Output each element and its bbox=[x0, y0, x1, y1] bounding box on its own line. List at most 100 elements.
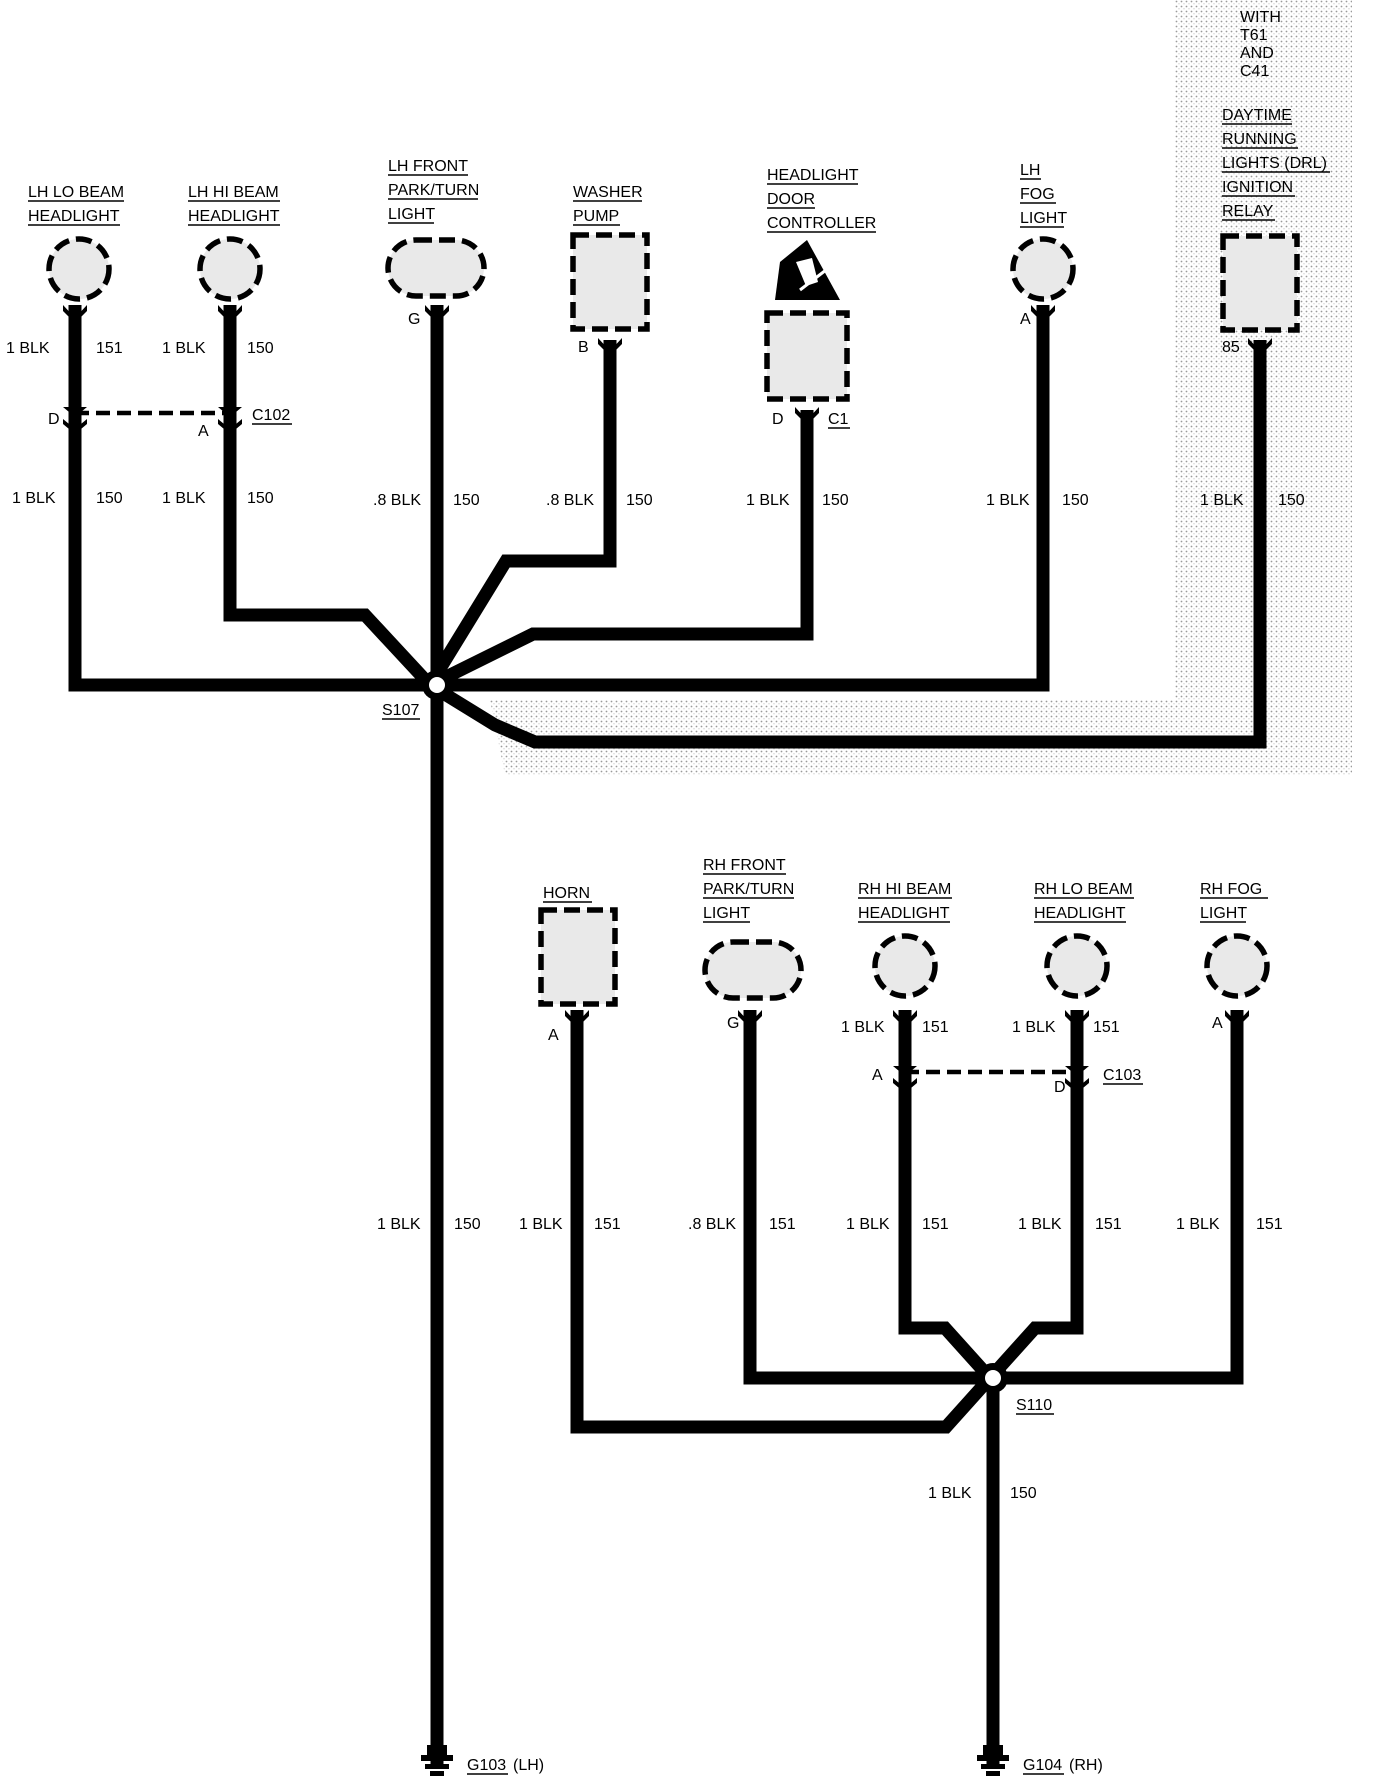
svg-text:150: 150 bbox=[247, 490, 274, 507]
svg-text:1 BLK: 1 BLK bbox=[519, 1216, 563, 1233]
svg-text:D: D bbox=[48, 411, 60, 428]
title-lh-fog: LH FOG LIGHT bbox=[1020, 162, 1067, 228]
svg-text:A: A bbox=[198, 423, 209, 440]
svg-text:C41: C41 bbox=[1240, 63, 1269, 80]
wire-rh-lo-beam bbox=[985, 1010, 1084, 1383]
title-horn: HORN bbox=[543, 885, 592, 903]
svg-text:PUMP: PUMP bbox=[573, 208, 619, 225]
pin-drl-relay bbox=[1248, 338, 1272, 356]
svg-text:G: G bbox=[727, 1015, 739, 1032]
lh-hi-beam-bulb-icon bbox=[197, 236, 263, 302]
svg-text:RELAY: RELAY bbox=[1222, 203, 1274, 220]
title-lh-park-turn: LH FRONT PARK/TURN LIGHT bbox=[388, 158, 479, 224]
svg-text:151: 151 bbox=[922, 1019, 949, 1036]
svg-text:1 BLK: 1 BLK bbox=[986, 492, 1030, 509]
svg-text:LIGHTS (DRL): LIGHTS (DRL) bbox=[1222, 155, 1327, 172]
splice-s107 bbox=[422, 670, 452, 700]
washer-pump-box bbox=[570, 232, 650, 332]
svg-text:C102: C102 bbox=[252, 407, 290, 424]
wire-headlight-door bbox=[427, 410, 814, 691]
svg-text:LH: LH bbox=[1020, 162, 1040, 179]
svg-text:150: 150 bbox=[247, 340, 274, 357]
svg-text:S107: S107 bbox=[382, 702, 419, 719]
svg-text:151: 151 bbox=[594, 1216, 621, 1233]
svg-text:150: 150 bbox=[626, 492, 653, 509]
svg-text:151: 151 bbox=[769, 1216, 796, 1233]
wire-drl-relay bbox=[426, 340, 1267, 749]
pin-horn bbox=[565, 1010, 589, 1028]
svg-text:1 BLK: 1 BLK bbox=[162, 340, 206, 357]
svg-text:LIGHT: LIGHT bbox=[703, 905, 750, 922]
svg-text:A: A bbox=[548, 1027, 559, 1044]
wire-washer-pump bbox=[424, 340, 617, 689]
svg-text:(RH): (RH) bbox=[1069, 1757, 1103, 1774]
pin-rh-fog bbox=[1225, 1010, 1249, 1028]
svg-text:RH LO BEAM: RH LO BEAM bbox=[1034, 881, 1133, 898]
connector-pins bbox=[63, 305, 1272, 1093]
title-rh-park-turn: RH FRONT PARK/TURN LIGHT bbox=[703, 857, 794, 923]
svg-text:150: 150 bbox=[1278, 492, 1305, 509]
title-washer-pump: WASHER PUMP bbox=[573, 184, 643, 226]
wire-rh-fog bbox=[990, 1010, 1244, 1385]
svg-text:1 BLK: 1 BLK bbox=[928, 1485, 972, 1502]
headlight-door-controller-box bbox=[764, 310, 850, 402]
svg-text:RH HI BEAM: RH HI BEAM bbox=[858, 881, 951, 898]
components bbox=[46, 232, 1300, 1007]
svg-text:151: 151 bbox=[1093, 1019, 1120, 1036]
svg-text:LH FRONT: LH FRONT bbox=[388, 158, 468, 175]
wire-horn bbox=[570, 1010, 995, 1434]
svg-text:HEADLIGHT: HEADLIGHT bbox=[767, 167, 859, 184]
svg-text:G104: G104 bbox=[1023, 1757, 1062, 1774]
svg-text:WITH: WITH bbox=[1240, 9, 1281, 26]
pin-lh-fog bbox=[1031, 305, 1055, 323]
c102-pin-d bbox=[63, 407, 87, 434]
title-rh-hi-beam: RH HI BEAM HEADLIGHT bbox=[858, 881, 952, 923]
svg-text:1 BLK: 1 BLK bbox=[162, 490, 206, 507]
svg-text:151: 151 bbox=[922, 1216, 949, 1233]
svg-text:.8 BLK: .8 BLK bbox=[546, 492, 594, 509]
svg-text:PARK/TURN: PARK/TURN bbox=[388, 182, 479, 199]
svg-text:HEADLIGHT: HEADLIGHT bbox=[28, 208, 120, 225]
svg-text:T61: T61 bbox=[1240, 27, 1268, 44]
svg-text:1 BLK: 1 BLK bbox=[846, 1216, 890, 1233]
pin-labels: G B D A 85 A G A D A A D bbox=[48, 311, 1240, 1096]
wire-lh-hi-beam bbox=[223, 305, 435, 690]
svg-text:1 BLK: 1 BLK bbox=[1012, 1019, 1056, 1036]
svg-text:DAYTIME: DAYTIME bbox=[1222, 107, 1292, 124]
lh-park-turn-bulb-icon bbox=[385, 237, 487, 299]
svg-text:HEADLIGHT: HEADLIGHT bbox=[858, 905, 950, 922]
svg-text:HEADLIGHT: HEADLIGHT bbox=[1034, 905, 1126, 922]
svg-text:RH FRONT: RH FRONT bbox=[703, 857, 786, 874]
c103-pin-d bbox=[1065, 1066, 1089, 1093]
lh-fog-bulb-icon bbox=[1010, 236, 1076, 302]
wire-lh-fog bbox=[430, 305, 1050, 692]
svg-text:151: 151 bbox=[1256, 1216, 1283, 1233]
lower-wires bbox=[570, 1010, 1244, 1765]
svg-text:1 BLK: 1 BLK bbox=[6, 340, 50, 357]
svg-text:150: 150 bbox=[1010, 1485, 1037, 1502]
rh-hi-beam-bulb-icon bbox=[872, 933, 938, 999]
svg-text:G103: G103 bbox=[467, 1757, 506, 1774]
title-lh-lo-beam: LH LO BEAM HEADLIGHT bbox=[28, 184, 124, 226]
c102-pin-a bbox=[218, 407, 242, 434]
svg-text:C103: C103 bbox=[1103, 1067, 1141, 1084]
pin-lh-hi-beam bbox=[218, 305, 242, 323]
pin-rh-park-turn bbox=[738, 1010, 762, 1028]
option-note: WITH T61 AND C41 bbox=[1240, 9, 1281, 80]
svg-text:RUNNING: RUNNING bbox=[1222, 131, 1297, 148]
pin-headlight-door bbox=[795, 407, 819, 425]
svg-text:1 BLK: 1 BLK bbox=[746, 492, 790, 509]
svg-text:WASHER: WASHER bbox=[573, 184, 643, 201]
svg-text:1 BLK: 1 BLK bbox=[12, 490, 56, 507]
title-drl-relay: DAYTIME RUNNING LIGHTS (DRL) IGNITION RE… bbox=[1222, 107, 1330, 221]
title-lh-hi-beam: LH HI BEAM HEADLIGHT bbox=[188, 184, 280, 226]
svg-text:PARK/TURN: PARK/TURN bbox=[703, 881, 794, 898]
svg-text:1 BLK: 1 BLK bbox=[841, 1019, 885, 1036]
svg-text:LIGHT: LIGHT bbox=[1200, 905, 1247, 922]
svg-text:A: A bbox=[1020, 311, 1031, 328]
svg-text:151: 151 bbox=[1095, 1216, 1122, 1233]
title-headlight-door: HEADLIGHT DOOR CONTROLLER bbox=[767, 167, 876, 233]
svg-text:150: 150 bbox=[453, 492, 480, 509]
svg-text:150: 150 bbox=[822, 492, 849, 509]
ground-g103-icon bbox=[421, 1745, 453, 1776]
